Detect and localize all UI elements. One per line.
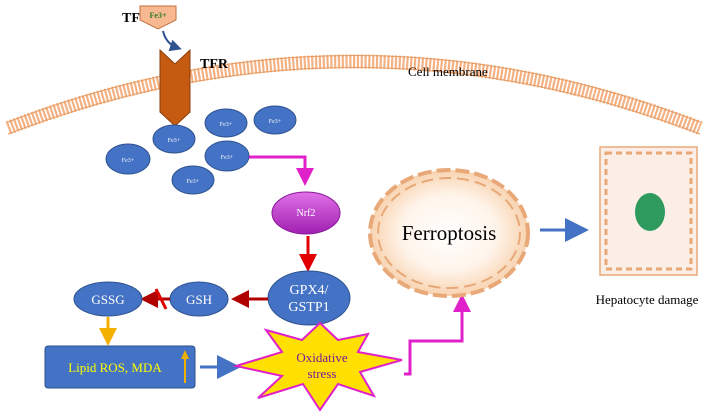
ferroptosis-cell: Ferroptosis (368, 168, 530, 298)
tf-fe-tag: Fe3+ (139, 5, 177, 30)
cell-membrane-label: Cell membrane (408, 64, 488, 79)
fe-ion-label: Fe3+ (220, 122, 233, 128)
fe-ion-label: Fe3+ (187, 179, 200, 185)
fe-ion-label: Fe3+ (168, 138, 181, 144)
tf-fe-label: Fe3+ (150, 11, 167, 20)
fe-ion: Fe3+ (204, 108, 248, 138)
gpx4-gstp1-node: GPX4/ GSTP1 (267, 270, 351, 326)
tf-label: TF (122, 11, 140, 26)
gssg-label: GSSG (91, 292, 124, 307)
gssg-node: GSSG (73, 281, 143, 317)
tfr-receptor (159, 48, 191, 127)
fe-ion: Fe3+ (152, 124, 196, 154)
nrf2-node: Nrf2 (271, 191, 341, 235)
fe-ion: Fe3+ (253, 105, 297, 135)
increase-arrow-icon (181, 350, 189, 383)
gsh-node: GSH (169, 281, 229, 317)
fe-ion-label: Fe3+ (269, 119, 282, 125)
fe-ion: Fe3+ (105, 143, 151, 175)
fe-to-nrf2-arrow (249, 155, 314, 186)
nucleus (635, 193, 665, 231)
gpx4-label: GPX4/ (290, 283, 329, 298)
ferroptosis-label: Ferroptosis (402, 221, 497, 245)
nrf2-label: Nrf2 (297, 208, 316, 219)
cell-membrane (5, 54, 703, 135)
oxidative-label: Oxidative (296, 350, 347, 365)
hepatocyte-cell (599, 146, 698, 276)
fe-ions: Fe3+ Fe3+ Fe3+ Fe3+ Fe3+ Fe3+ (105, 105, 297, 195)
tfr-label: TFR (200, 57, 229, 72)
tf-to-tfr-arrow (162, 30, 182, 52)
inhibition-slash (154, 288, 168, 310)
fe-ion-label: Fe3+ (221, 155, 234, 161)
gstp1-label: GSTP1 (288, 300, 329, 315)
gsh-label: GSH (186, 292, 212, 307)
hepatocyte-damage-label: Hepatocyte damage (596, 292, 699, 307)
fe-ion: Fe3+ (171, 165, 215, 195)
stress-label: stress (308, 366, 337, 381)
lipid-ros-box: Lipid ROS, MDA (44, 345, 196, 389)
lipid-ros-label: Lipid ROS, MDA (68, 360, 162, 375)
fe-ion: Fe3+ (204, 140, 250, 172)
fe-ion-label: Fe3+ (122, 158, 135, 164)
oxidative-to-ferroptosis-arrow (404, 294, 471, 376)
oxidative-stress-burst: Oxidative stress (232, 321, 403, 412)
